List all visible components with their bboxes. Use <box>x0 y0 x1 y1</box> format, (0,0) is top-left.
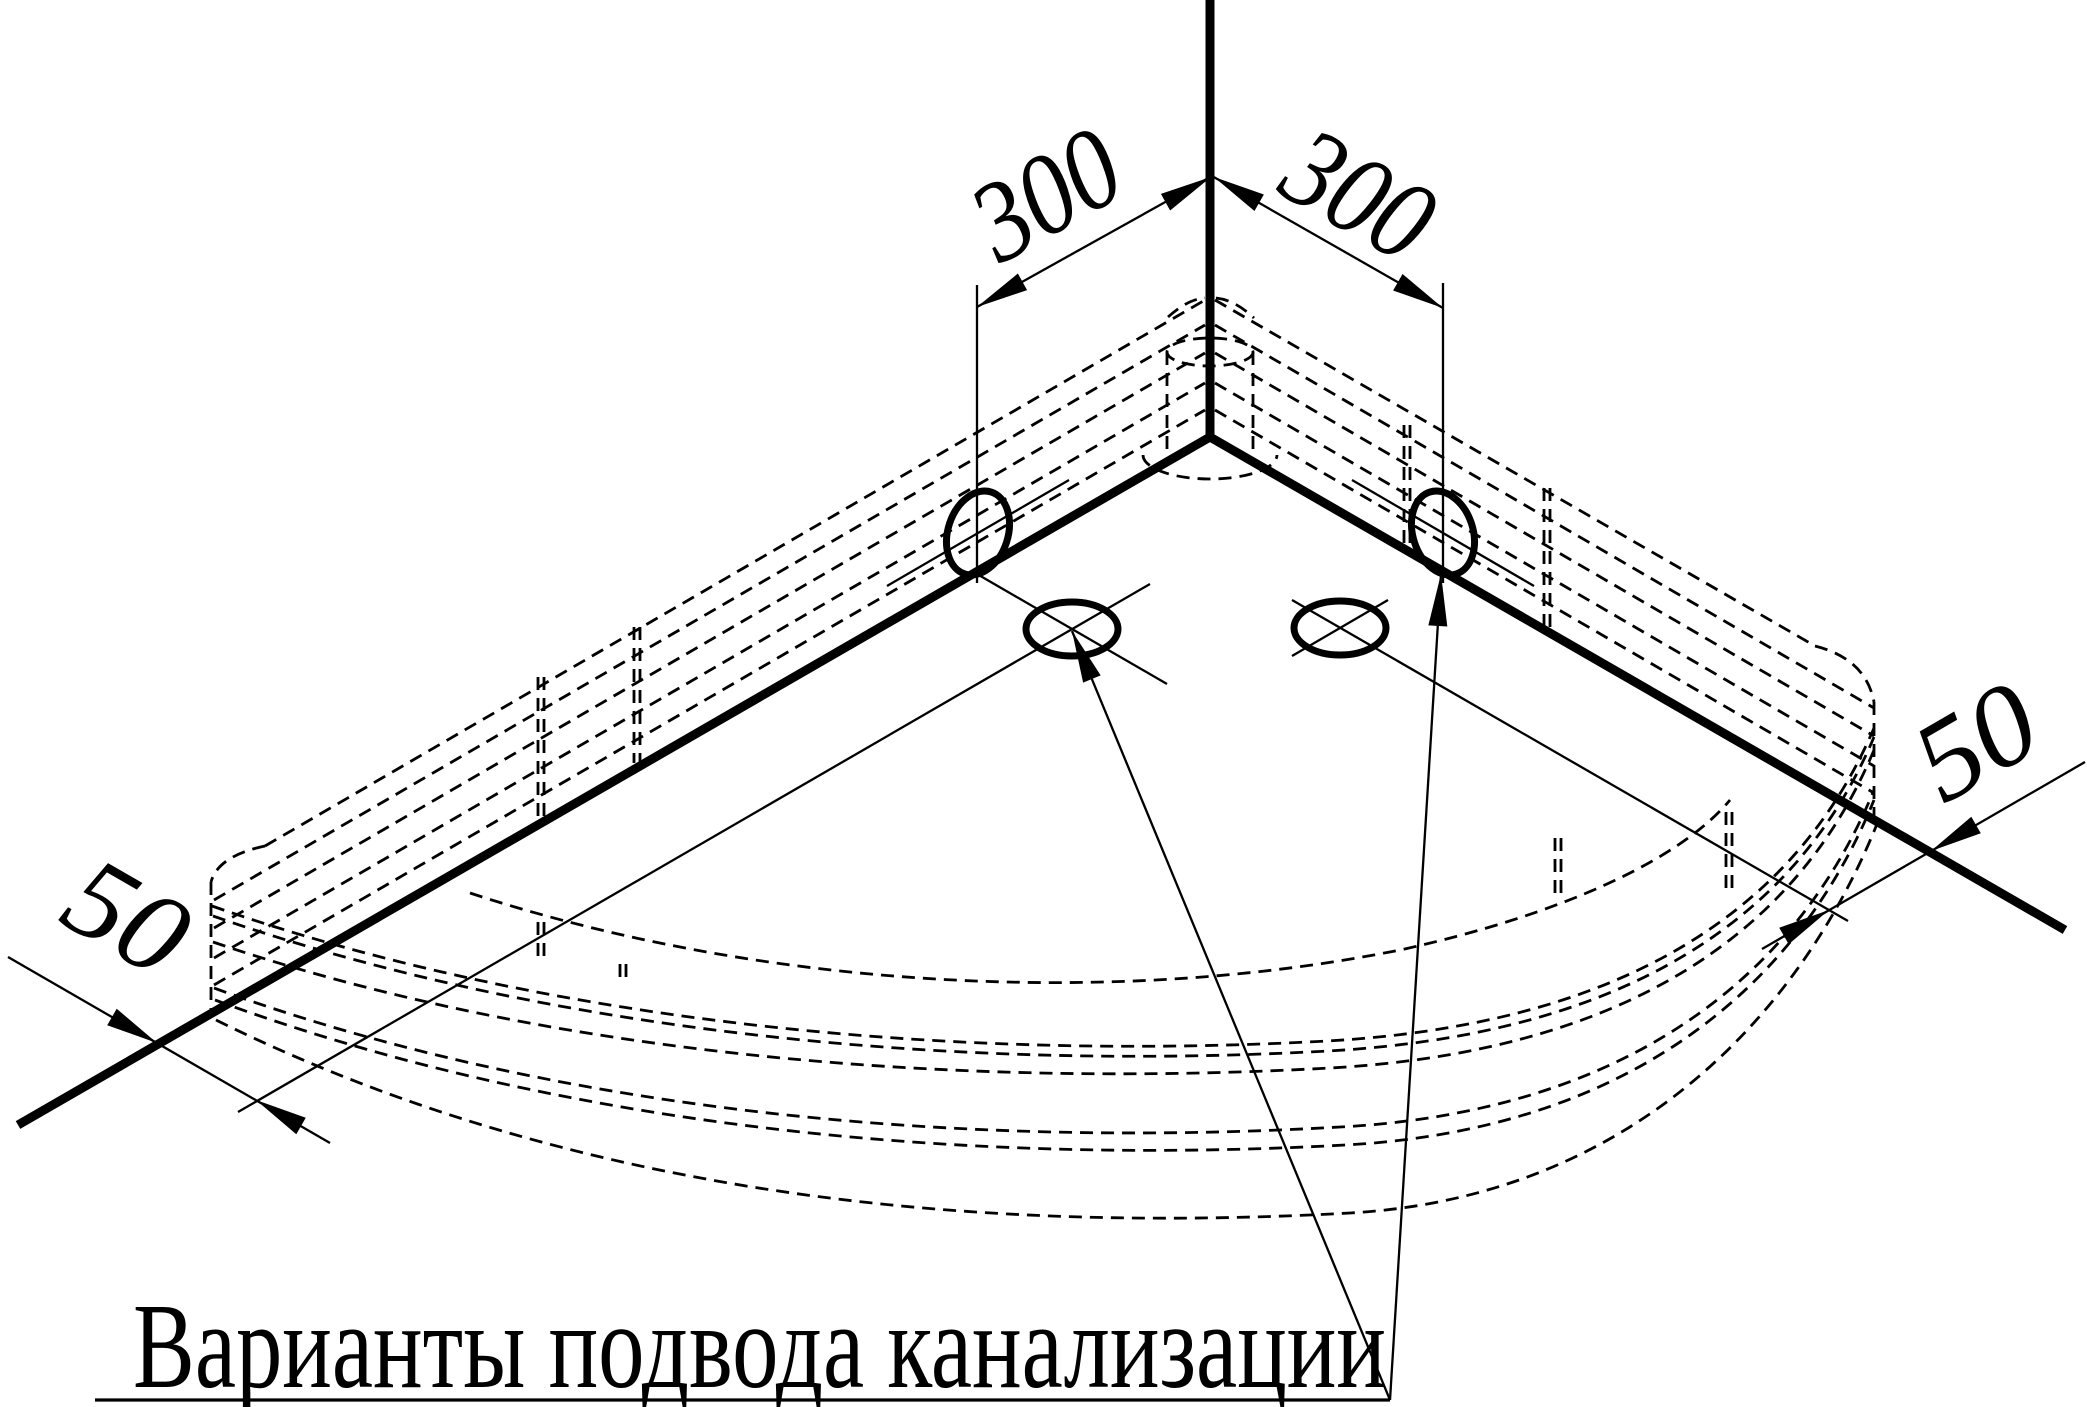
tray-corner-arc <box>1215 296 1255 320</box>
dimension-arrowhead <box>1214 177 1264 212</box>
apron-tick <box>618 964 628 982</box>
tray-rim-line <box>213 351 1206 930</box>
caption-block: Варианты подвода канализации <box>95 1279 1390 1407</box>
apron-curve <box>214 799 1876 1152</box>
tray-dashed-outline <box>209 296 1879 1220</box>
leader-line-to-wall-hole-right <box>1388 573 1443 1401</box>
wall-hole-left <box>943 487 1013 579</box>
connection-holes <box>237 479 1849 1113</box>
apron-tick <box>1724 812 1734 890</box>
tray-joint-tick <box>1542 488 1552 628</box>
tray-corner-arc <box>1167 296 1206 319</box>
caption-leaders <box>1070 573 1448 1401</box>
floor-hole-left-cross-line <box>976 573 1168 685</box>
floor-hole-left-axis-line <box>237 583 1151 1113</box>
dimension-label: 50 <box>1892 657 2059 827</box>
apron-floor-curve <box>215 823 1879 1220</box>
dimension-arrowhead <box>107 1008 157 1043</box>
floor-hole-left <box>1022 598 1122 660</box>
dimension-50-right: 50 <box>1761 657 2086 950</box>
dimension-label: 50 <box>44 832 211 1002</box>
leader-line-to-floor-hole-left <box>1070 630 1392 1401</box>
tray-rim-line <box>264 298 1206 848</box>
dimension-50-left: 50 <box>7 832 331 1144</box>
dimension-arrowhead <box>1779 910 1829 945</box>
tray-end-arc-left <box>209 844 266 883</box>
dimension-arrowhead <box>1160 177 1211 211</box>
tray-rim-line <box>1214 298 1816 648</box>
leader-arrowhead <box>1428 574 1448 627</box>
apron-tick <box>536 922 546 958</box>
dimension-arrowhead <box>1931 816 1981 851</box>
right-wall-floor-line <box>1207 433 2068 934</box>
tray-rim-line <box>213 408 1206 987</box>
drain-pipe <box>1141 336 1279 481</box>
rim-front-curve <box>212 736 1876 1058</box>
rim-front-curve <box>212 749 1876 1076</box>
dimension-label: 300 <box>949 102 1143 287</box>
tray-rim-line <box>213 323 1206 902</box>
tray-end-arc-right <box>1814 644 1876 703</box>
floor-hole-right <box>1290 597 1390 659</box>
floor-hole-right-axis-line <box>1291 599 1849 922</box>
tray-joint-tick <box>536 677 546 818</box>
dimension-arrowhead <box>977 273 1028 307</box>
tray-rim-line <box>1214 351 1875 738</box>
apron-curve <box>213 789 1876 1135</box>
rim-front-curve <box>211 727 1876 1048</box>
tray-joint-tick <box>632 627 642 763</box>
dimension-label: 300 <box>1262 102 1456 287</box>
dimension-arrowhead <box>256 1100 306 1135</box>
tray-rim-line <box>213 381 1206 960</box>
basin-inner-curve <box>469 799 1732 984</box>
wall-hole-right <box>1408 487 1478 579</box>
floor-hole-right-cross-line <box>1291 599 1389 657</box>
left-wall-floor-line <box>15 433 1213 1129</box>
leader-arrowhead <box>1072 631 1101 683</box>
drain-base-arc <box>1141 454 1279 481</box>
dimension-arrowhead <box>1393 273 1443 308</box>
apron-tick <box>1553 838 1563 897</box>
wall-lines <box>15 0 2068 1129</box>
caption-text: Варианты подвода канализации <box>133 1279 1386 1407</box>
